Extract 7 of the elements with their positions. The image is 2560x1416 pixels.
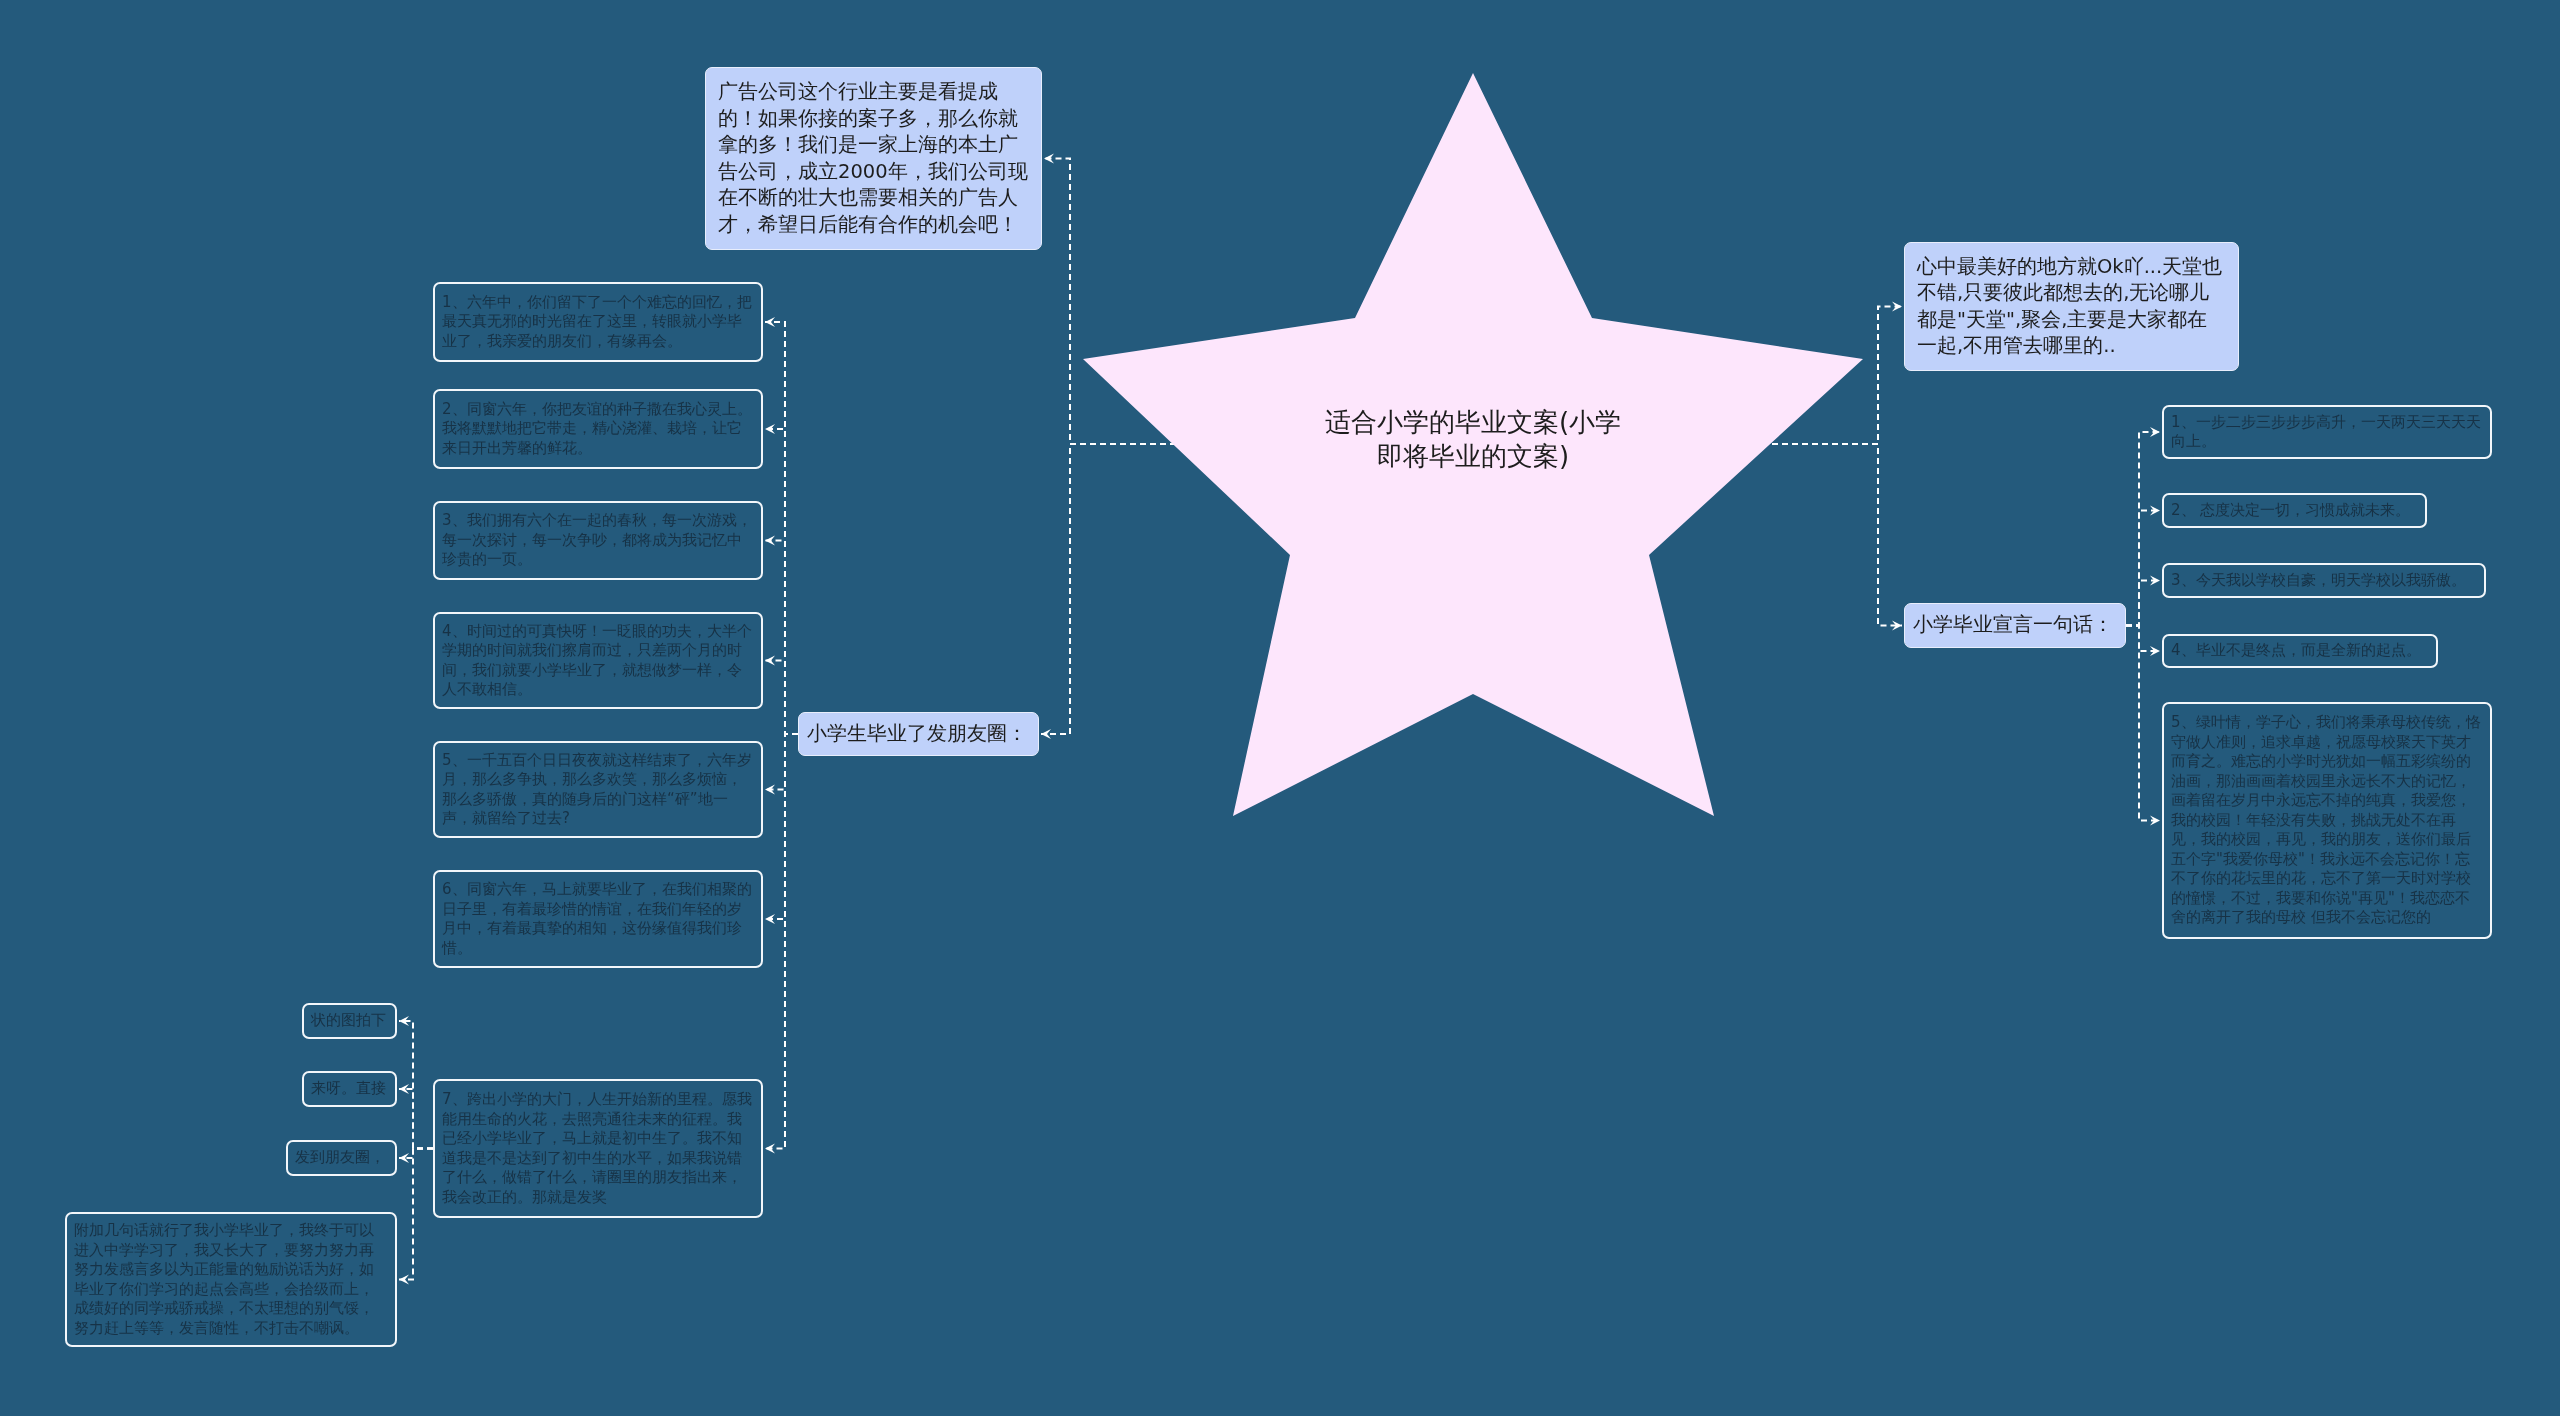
topic-box: 小学毕业宣言一句话： — [1904, 603, 2126, 648]
topic-box: 广告公司这个行业主要是看提成的！如果你接的案子多，那么你就拿的多！我们是一家上海的本土广告公司，成立2000年，我们公司现在不断的壮大也需要相关的广告人才，希望日后能有合作的机会吧！ — [705, 67, 1042, 250]
connector-arrow — [2125, 624, 2161, 826]
topic-box: 心中最美好的地方就Ok吖...天堂也不错,只要彼此都想去的,无论哪儿都是"天堂",聚会,主要是大家都在一起,不用管去哪里的.. — [1904, 242, 2239, 371]
central-topic: 适合小学的毕业文案(小学即将毕业的文案) — [1323, 406, 1623, 473]
connector-arrow — [398, 1147, 434, 1285]
topic-box: 小学生毕业了发朋友圈： — [798, 712, 1039, 756]
